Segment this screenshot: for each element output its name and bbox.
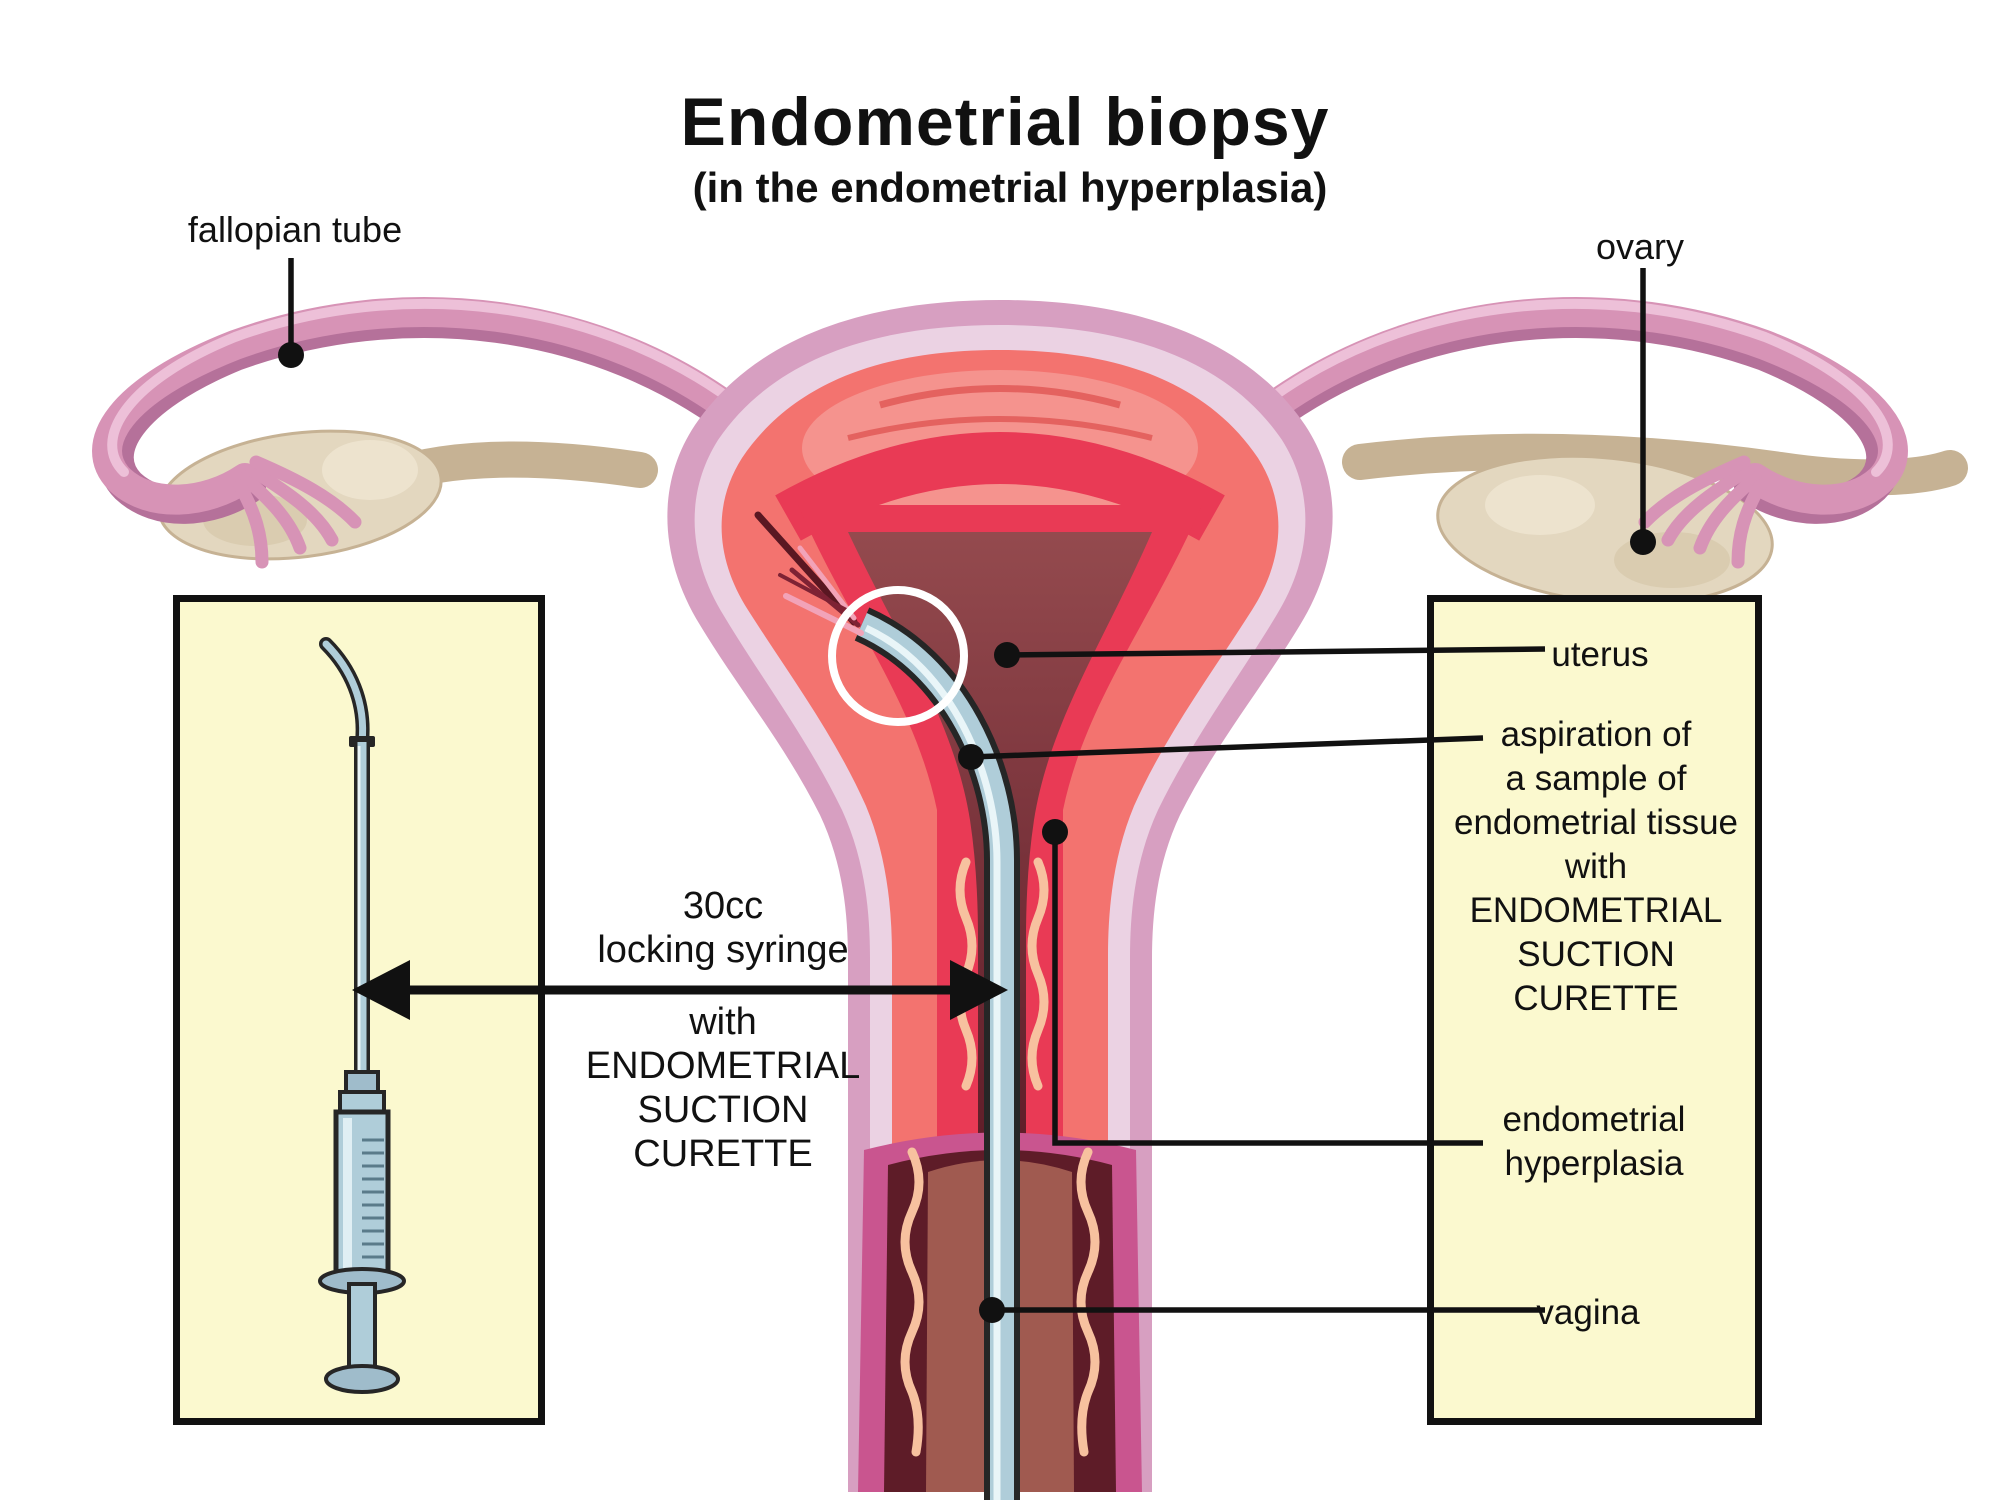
aspiration-connector xyxy=(970,735,1484,760)
fundus-ridge xyxy=(847,416,1153,441)
label-vagina: vagina xyxy=(1536,1293,1640,1332)
plunger-rod xyxy=(347,1282,377,1376)
fundus-ridge xyxy=(879,385,1121,409)
left-fallopian-tube xyxy=(92,297,763,569)
label-endometrial-hyperplasia: endometrial hyperplasia xyxy=(1502,1100,1686,1183)
barrel-graduations xyxy=(362,1138,384,1259)
label-fallopian-tube: fallopian tube xyxy=(187,209,403,250)
label-uterus: uterus xyxy=(1551,635,1649,674)
label-aspiration: aspiration of a sample of endometrial ti… xyxy=(1453,715,1739,1018)
syringe-illustration xyxy=(318,637,406,1394)
label-suction-curette: with ENDOMETRIAL SUCTION CURETTE xyxy=(585,1001,861,1175)
double-arrow xyxy=(352,960,1008,1020)
hyperplasia-connector xyxy=(1052,832,1483,1146)
connector-lines xyxy=(288,258,1646,1313)
left-fimbriae xyxy=(233,455,362,569)
label-locking-syringe: 30cc locking syringe xyxy=(597,885,849,971)
label-ovary: ovary xyxy=(1595,226,1685,267)
page-subtitle: (in the endometrial hyperplasia) xyxy=(692,164,1328,211)
uterus-connector xyxy=(1006,646,1546,658)
right-fallopian-tube xyxy=(1237,297,1908,569)
page-title: Endometrial biopsy xyxy=(680,84,1330,160)
suction-curette xyxy=(778,545,1020,1500)
labels-panel xyxy=(1427,595,1762,1425)
magnifier-circle xyxy=(828,586,968,726)
plunger-thumb-rest xyxy=(324,1364,400,1394)
connector-dots xyxy=(278,342,1656,1323)
endometrium-band xyxy=(775,432,1225,541)
right-fimbriae xyxy=(1638,455,1767,569)
luer-hub xyxy=(344,1070,380,1094)
